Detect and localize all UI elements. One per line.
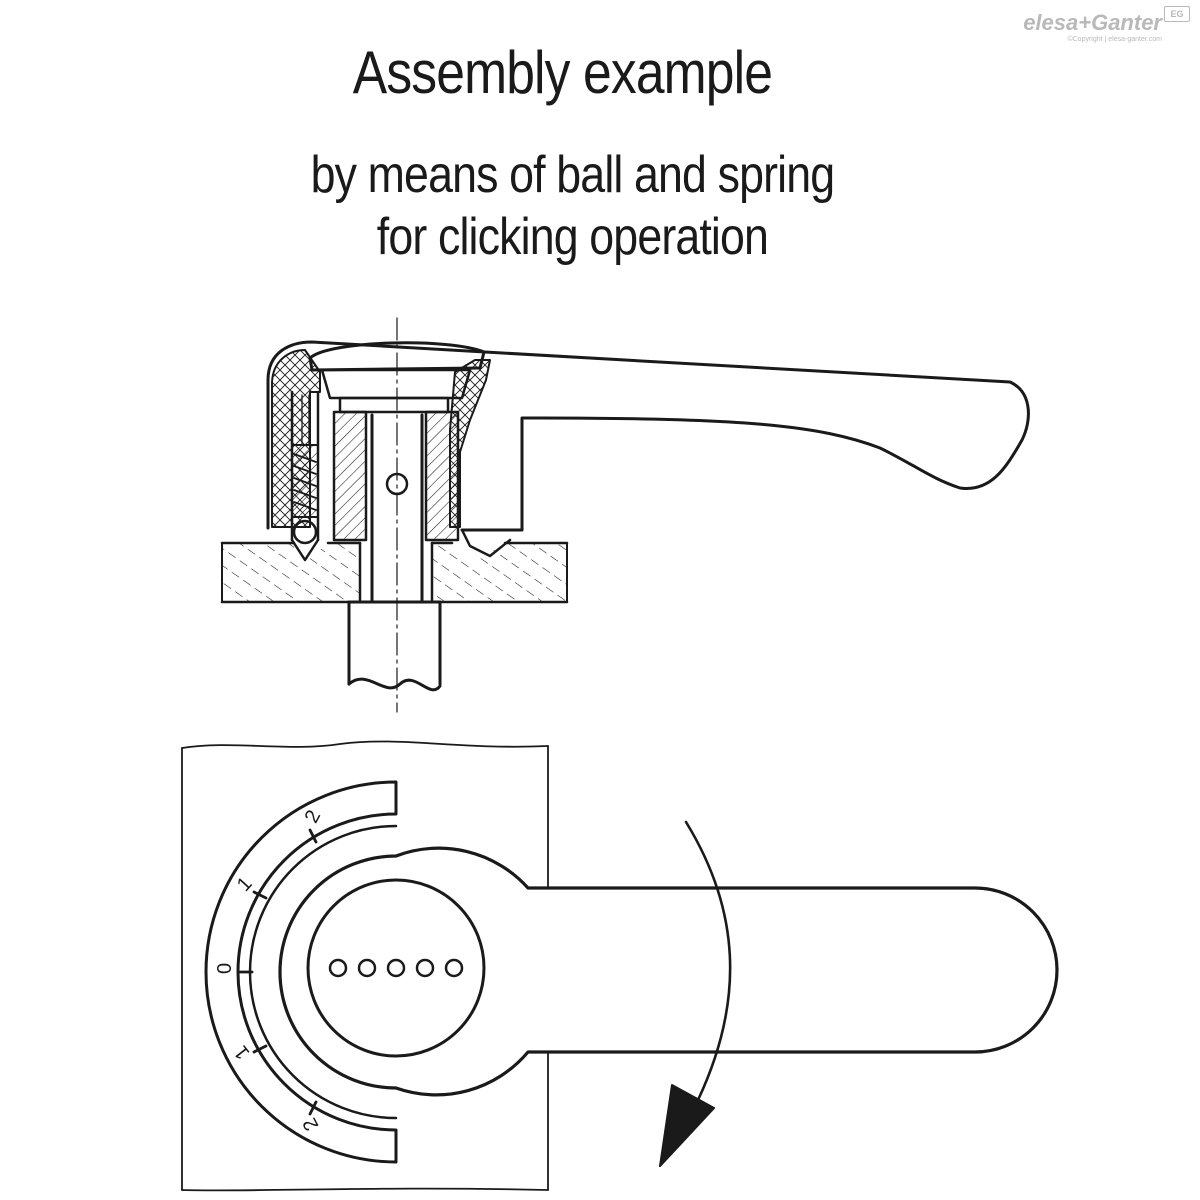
mounting-plate	[220, 541, 569, 604]
handle-top-view	[278, 846, 1059, 1097]
subtitle-line-2: for clicking operation	[376, 208, 769, 266]
plan-view	[181, 740, 1059, 1192]
rotation-arrow	[659, 820, 732, 1167]
scale-label-zero: 0	[214, 963, 236, 974]
indicator-dots	[328, 958, 464, 978]
brand-copyright: ©Copyright | elesa-ganter.com	[1067, 36, 1162, 43]
shaft	[347, 600, 442, 692]
scale-ticks	[238, 828, 318, 1116]
section-view	[220, 317, 1030, 713]
spring-coils	[293, 453, 317, 511]
brand-name: elesa+Ganter	[1023, 10, 1162, 35]
handle-section	[266, 340, 1030, 532]
brand-logo: elesa+Ganter EG ©Copyright | elesa-gante…	[1004, 4, 1194, 46]
hub-bushing	[332, 410, 460, 542]
spring-ball-assembly	[290, 390, 320, 562]
brand-badge: EG	[1164, 6, 1190, 22]
cover-cap	[308, 341, 486, 372]
arrow-head	[659, 1084, 715, 1167]
subtitle-line-1: by means of ball and spring	[310, 146, 836, 204]
page-title: Assembly example	[352, 39, 773, 106]
detent-ball	[292, 519, 318, 545]
cross-pin	[385, 472, 409, 496]
shaft-top	[370, 413, 424, 604]
